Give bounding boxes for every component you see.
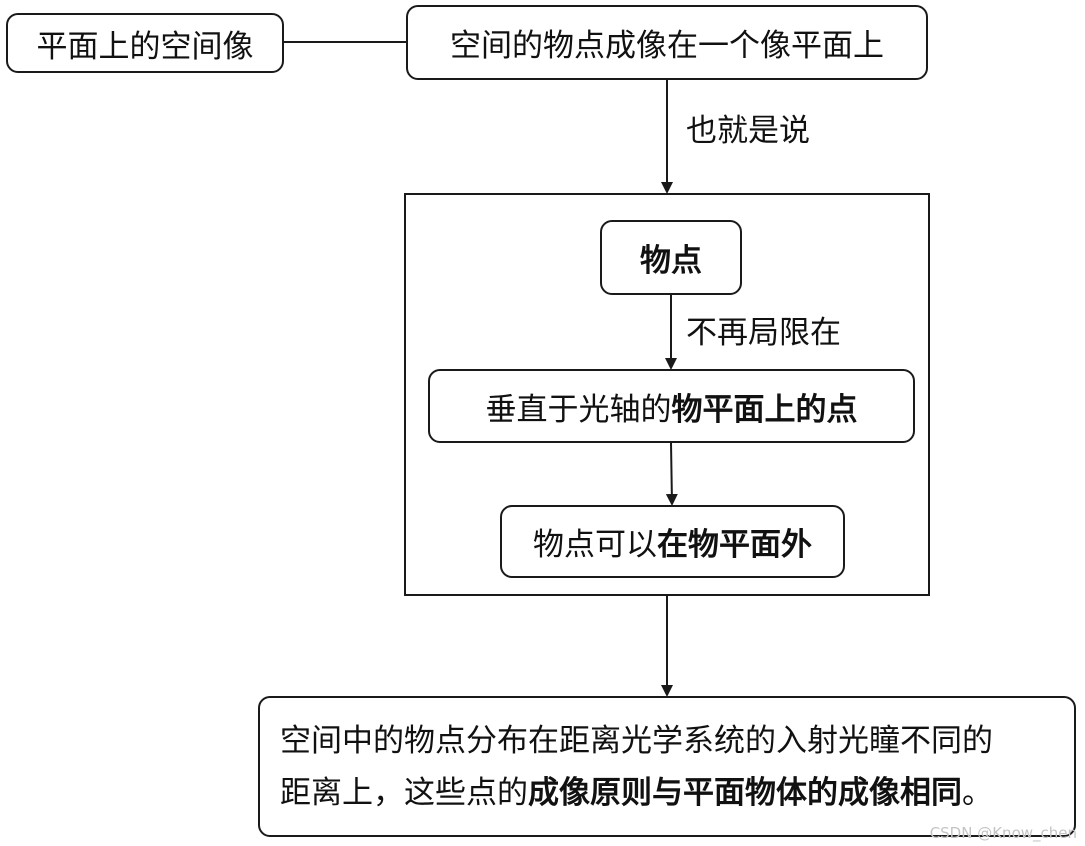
edge-label-yejiushishuo: 也就是说 <box>686 113 810 149</box>
watermark: CSDN @Know_chen <box>929 824 1077 842</box>
node-bottom-line2-end: 。 <box>962 774 993 811</box>
node-bottom-line2-plain: 距离上，这些点的 <box>280 774 528 811</box>
node-title-text: 平面上的空间像 <box>36 28 254 65</box>
edge-label-buzaijuxian: 不再局限在 <box>686 315 841 351</box>
node-wudian-text: 物点 <box>640 243 702 279</box>
node-title: 平面上的空间像 <box>6 13 284 73</box>
node-bottom-line2-bold: 成像原则与平面物体的成像相同 <box>528 774 962 811</box>
node-chuizhi-plain: 垂直于光轴的 <box>485 391 672 428</box>
node-bottom-line1: 空间中的物点分布在距离光学系统的入射光瞳不同的 <box>280 722 993 759</box>
node-top: 空间的物点成像在一个像平面上 <box>406 5 928 80</box>
node-bottom: 空间中的物点分布在距离光学系统的入射光瞳不同的 距离上，这些点的成像原则与平面物… <box>258 696 1076 837</box>
node-wai-bold: 在物平面外 <box>657 527 812 563</box>
node-top-text: 空间的物点成像在一个像平面上 <box>450 28 884 64</box>
node-wai-plain: 物点可以 <box>533 527 657 563</box>
node-bottom-line2: 距离上，这些点的成像原则与平面物体的成像相同。 <box>280 767 993 819</box>
group-frame <box>404 193 930 596</box>
node-chuizhi-bold: 物平面上的点 <box>671 391 858 428</box>
node-chuizhi: 垂直于光轴的物平面上的点 <box>428 369 915 443</box>
node-wai: 物点可以在物平面外 <box>500 505 845 578</box>
arrow-chuizhi-to-wai <box>665 442 678 506</box>
node-wudian: 物点 <box>600 220 742 295</box>
